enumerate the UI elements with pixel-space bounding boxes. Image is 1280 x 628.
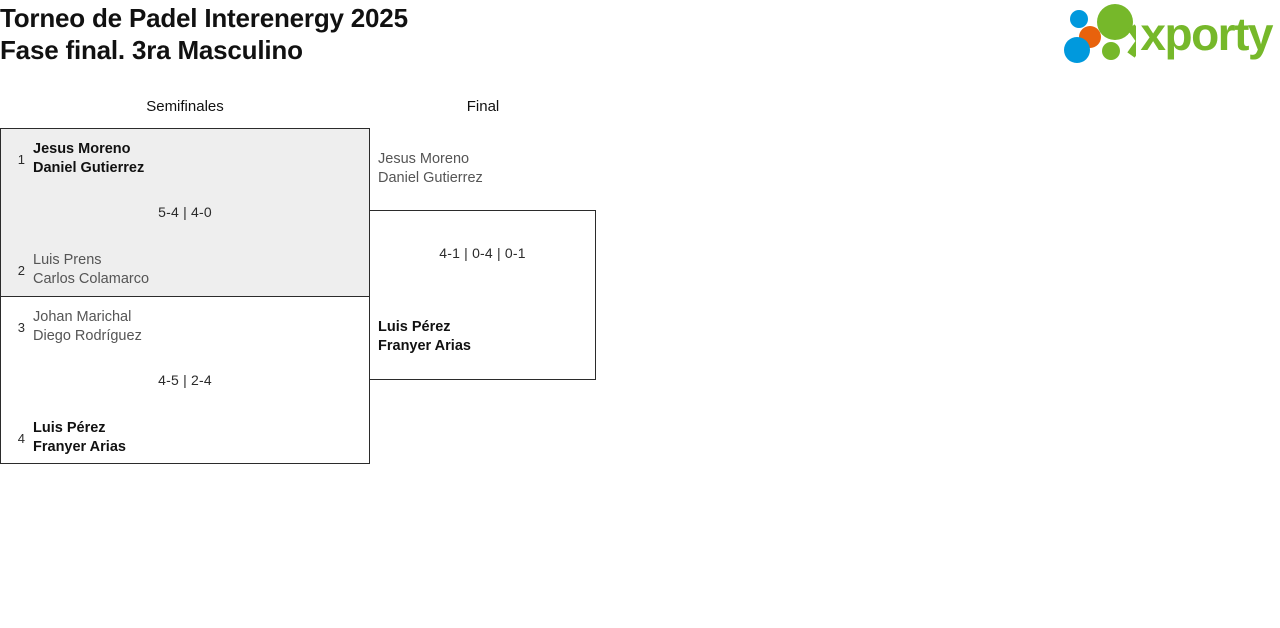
player-name: Luis Prens [33, 252, 102, 268]
xporty-logo[interactable]: xporty [1062, 2, 1273, 66]
tournament-phase: Fase final. 3ra Masculino [0, 35, 303, 65]
match-team-bottom[interactable]: 2 Luis Prens Carlos Colamarco [1, 251, 149, 289]
player-name: Jesus Moreno [33, 141, 131, 157]
match-team-top[interactable]: 3 Johan Marichal Diego Rodríguez [1, 308, 142, 346]
player-name: Luis Pérez [33, 420, 106, 436]
match-semifinal-2[interactable]: 3 Johan Marichal Diego Rodríguez 4-5 | 2… [0, 296, 370, 464]
match-score: 5-4 | 4-0 [158, 204, 212, 220]
player-name: Johan Marichal [33, 309, 132, 325]
match-final[interactable]: Jesus Moreno Daniel Gutierrez 4-1 | 0-4 … [369, 151, 596, 380]
match-team-bottom[interactable]: Luis Pérez Franyer Arias [378, 318, 471, 356]
xporty-wordmark: xporty [1140, 8, 1273, 60]
team-names: Johan Marichal Diego Rodríguez [33, 308, 142, 346]
player-name: Jesus Moreno [378, 151, 470, 167]
seed-number: 3 [17, 319, 25, 335]
seed-number: 4 [17, 430, 25, 446]
seed-number: 1 [17, 151, 25, 167]
round-header-final: Final [466, 98, 500, 115]
player-name: Carlos Colamarco [33, 271, 150, 287]
player-name: Daniel Gutierrez [378, 170, 483, 186]
match-team-bottom[interactable]: 4 Luis Pérez Franyer Arias [1, 419, 126, 457]
seed-number: 2 [17, 262, 25, 278]
round-header-semifinales: Semifinales [146, 98, 224, 115]
match-score: 4-5 | 2-4 [158, 372, 212, 388]
team-names: Luis Pérez Franyer Arias [378, 318, 471, 356]
team-names: Luis Prens Carlos Colamarco [33, 251, 149, 289]
page-header: Torneo de Padel Interenergy 2025 Fase fi… [0, 0, 1280, 88]
player-name: Franyer Arias [378, 338, 471, 354]
team-names: Jesus Moreno Daniel Gutierrez [33, 140, 144, 178]
tournament-name: Torneo de Padel Interenergy 2025 [0, 3, 408, 33]
player-name: Franyer Arias [33, 439, 126, 455]
page-title: Torneo de Padel Interenergy 2025 Fase fi… [0, 0, 408, 66]
xporty-dots-icon [1064, 4, 1137, 63]
team-names: Luis Pérez Franyer Arias [33, 419, 126, 457]
match-semifinal-1[interactable]: 1 Jesus Moreno Daniel Gutierrez 5-4 | 4-… [0, 128, 370, 296]
match-score: 4-1 | 0-4 | 0-1 [439, 245, 526, 261]
match-team-top[interactable]: Jesus Moreno Daniel Gutierrez [378, 150, 483, 188]
team-names: Jesus Moreno Daniel Gutierrez [378, 150, 483, 188]
player-name: Diego Rodríguez [33, 328, 142, 344]
player-name: Luis Pérez [378, 319, 451, 335]
player-name: Daniel Gutierrez [33, 160, 145, 176]
match-team-top[interactable]: 1 Jesus Moreno Daniel Gutierrez [1, 140, 144, 178]
